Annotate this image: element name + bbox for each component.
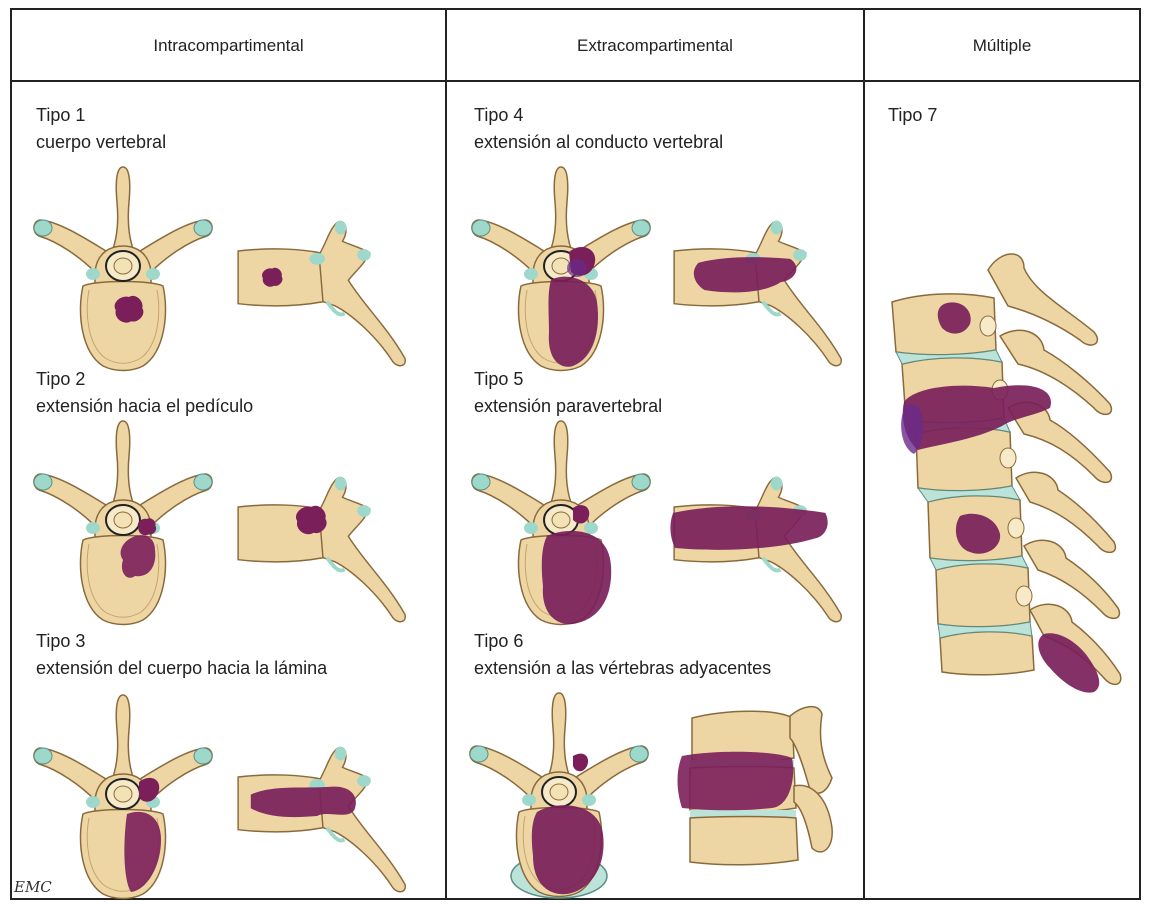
type-1-name: Tipo 1 (36, 102, 166, 129)
type-3-label: Tipo 3 extensión del cuerpo hacia la lám… (36, 628, 327, 682)
type-4-desc: extensión al conducto vertebral (474, 129, 723, 156)
type-5-lateral-illustration (664, 468, 854, 628)
type-3-name: Tipo 3 (36, 628, 327, 655)
artist-signature: EMC (14, 878, 52, 896)
column-header-extracompartimental: Extracompartimental (447, 10, 863, 82)
column-header-intracompartimental: Intracompartimental (12, 10, 445, 82)
type-6-lateral-illustration (672, 698, 840, 892)
type-6-label: Tipo 6 extensión a las vértebras adyacen… (474, 628, 771, 682)
type-3-axial-illustration (28, 690, 224, 904)
type-4-lateral-illustration (664, 212, 854, 372)
column-divider (445, 10, 447, 898)
type-3-lateral-illustration (228, 738, 418, 898)
type-1-axial-illustration (28, 162, 224, 376)
type-1-label: Tipo 1 cuerpo vertebral (36, 102, 166, 156)
type-2-lateral-illustration (228, 468, 418, 628)
type-2-axial-illustration (28, 416, 224, 630)
type-6-desc: extensión a las vértebras adyacentes (474, 655, 771, 682)
type-6-axial-illustration (462, 688, 662, 902)
type-1-lateral-illustration (228, 212, 418, 372)
type-3-desc: extensión del cuerpo hacia la lámina (36, 655, 327, 682)
type-6-name: Tipo 6 (474, 628, 771, 655)
type-7-spine-illustration (884, 240, 1134, 730)
type-4-axial-illustration (466, 162, 662, 376)
type-5-axial-illustration (466, 416, 662, 630)
type-1-desc: cuerpo vertebral (36, 129, 166, 156)
column-header-multiple: Múltiple (865, 10, 1139, 82)
type-4-label: Tipo 4 extensión al conducto vertebral (474, 102, 723, 156)
type-7-name: Tipo 7 (888, 102, 937, 129)
type-7-label: Tipo 7 (888, 102, 937, 129)
type-4-name: Tipo 4 (474, 102, 723, 129)
column-divider (863, 10, 865, 898)
